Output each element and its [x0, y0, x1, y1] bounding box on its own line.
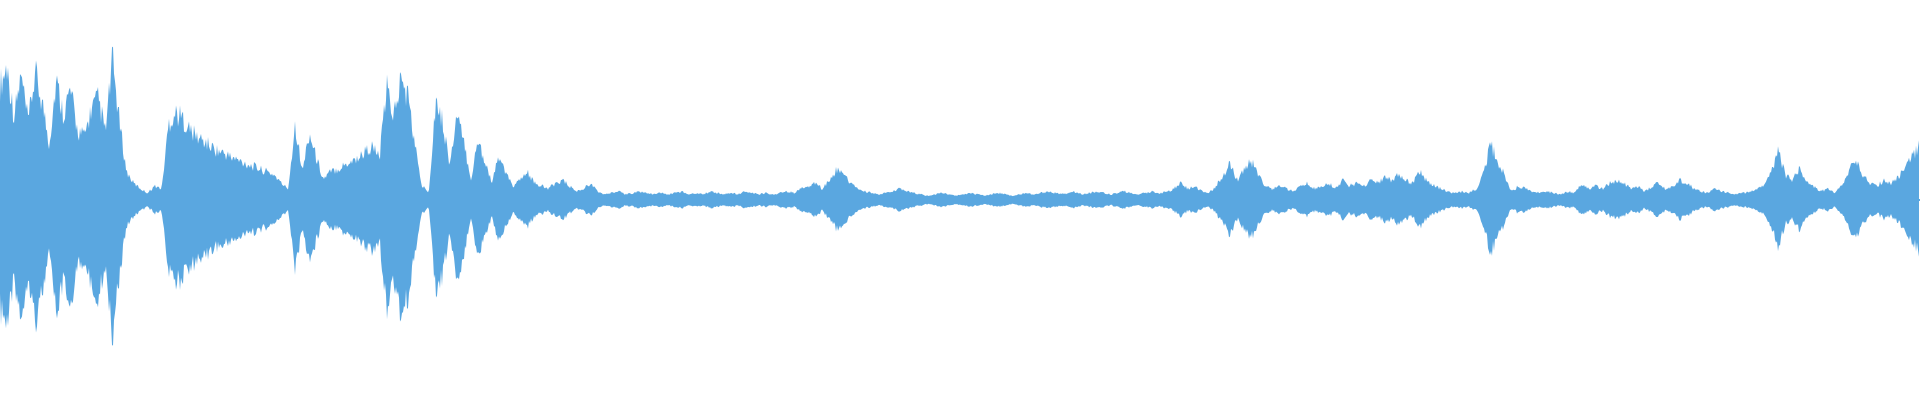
waveform-body — [0, 46, 1919, 346]
waveform-path-group — [0, 46, 1920, 346]
waveform-center-line — [0, 199, 1920, 201]
